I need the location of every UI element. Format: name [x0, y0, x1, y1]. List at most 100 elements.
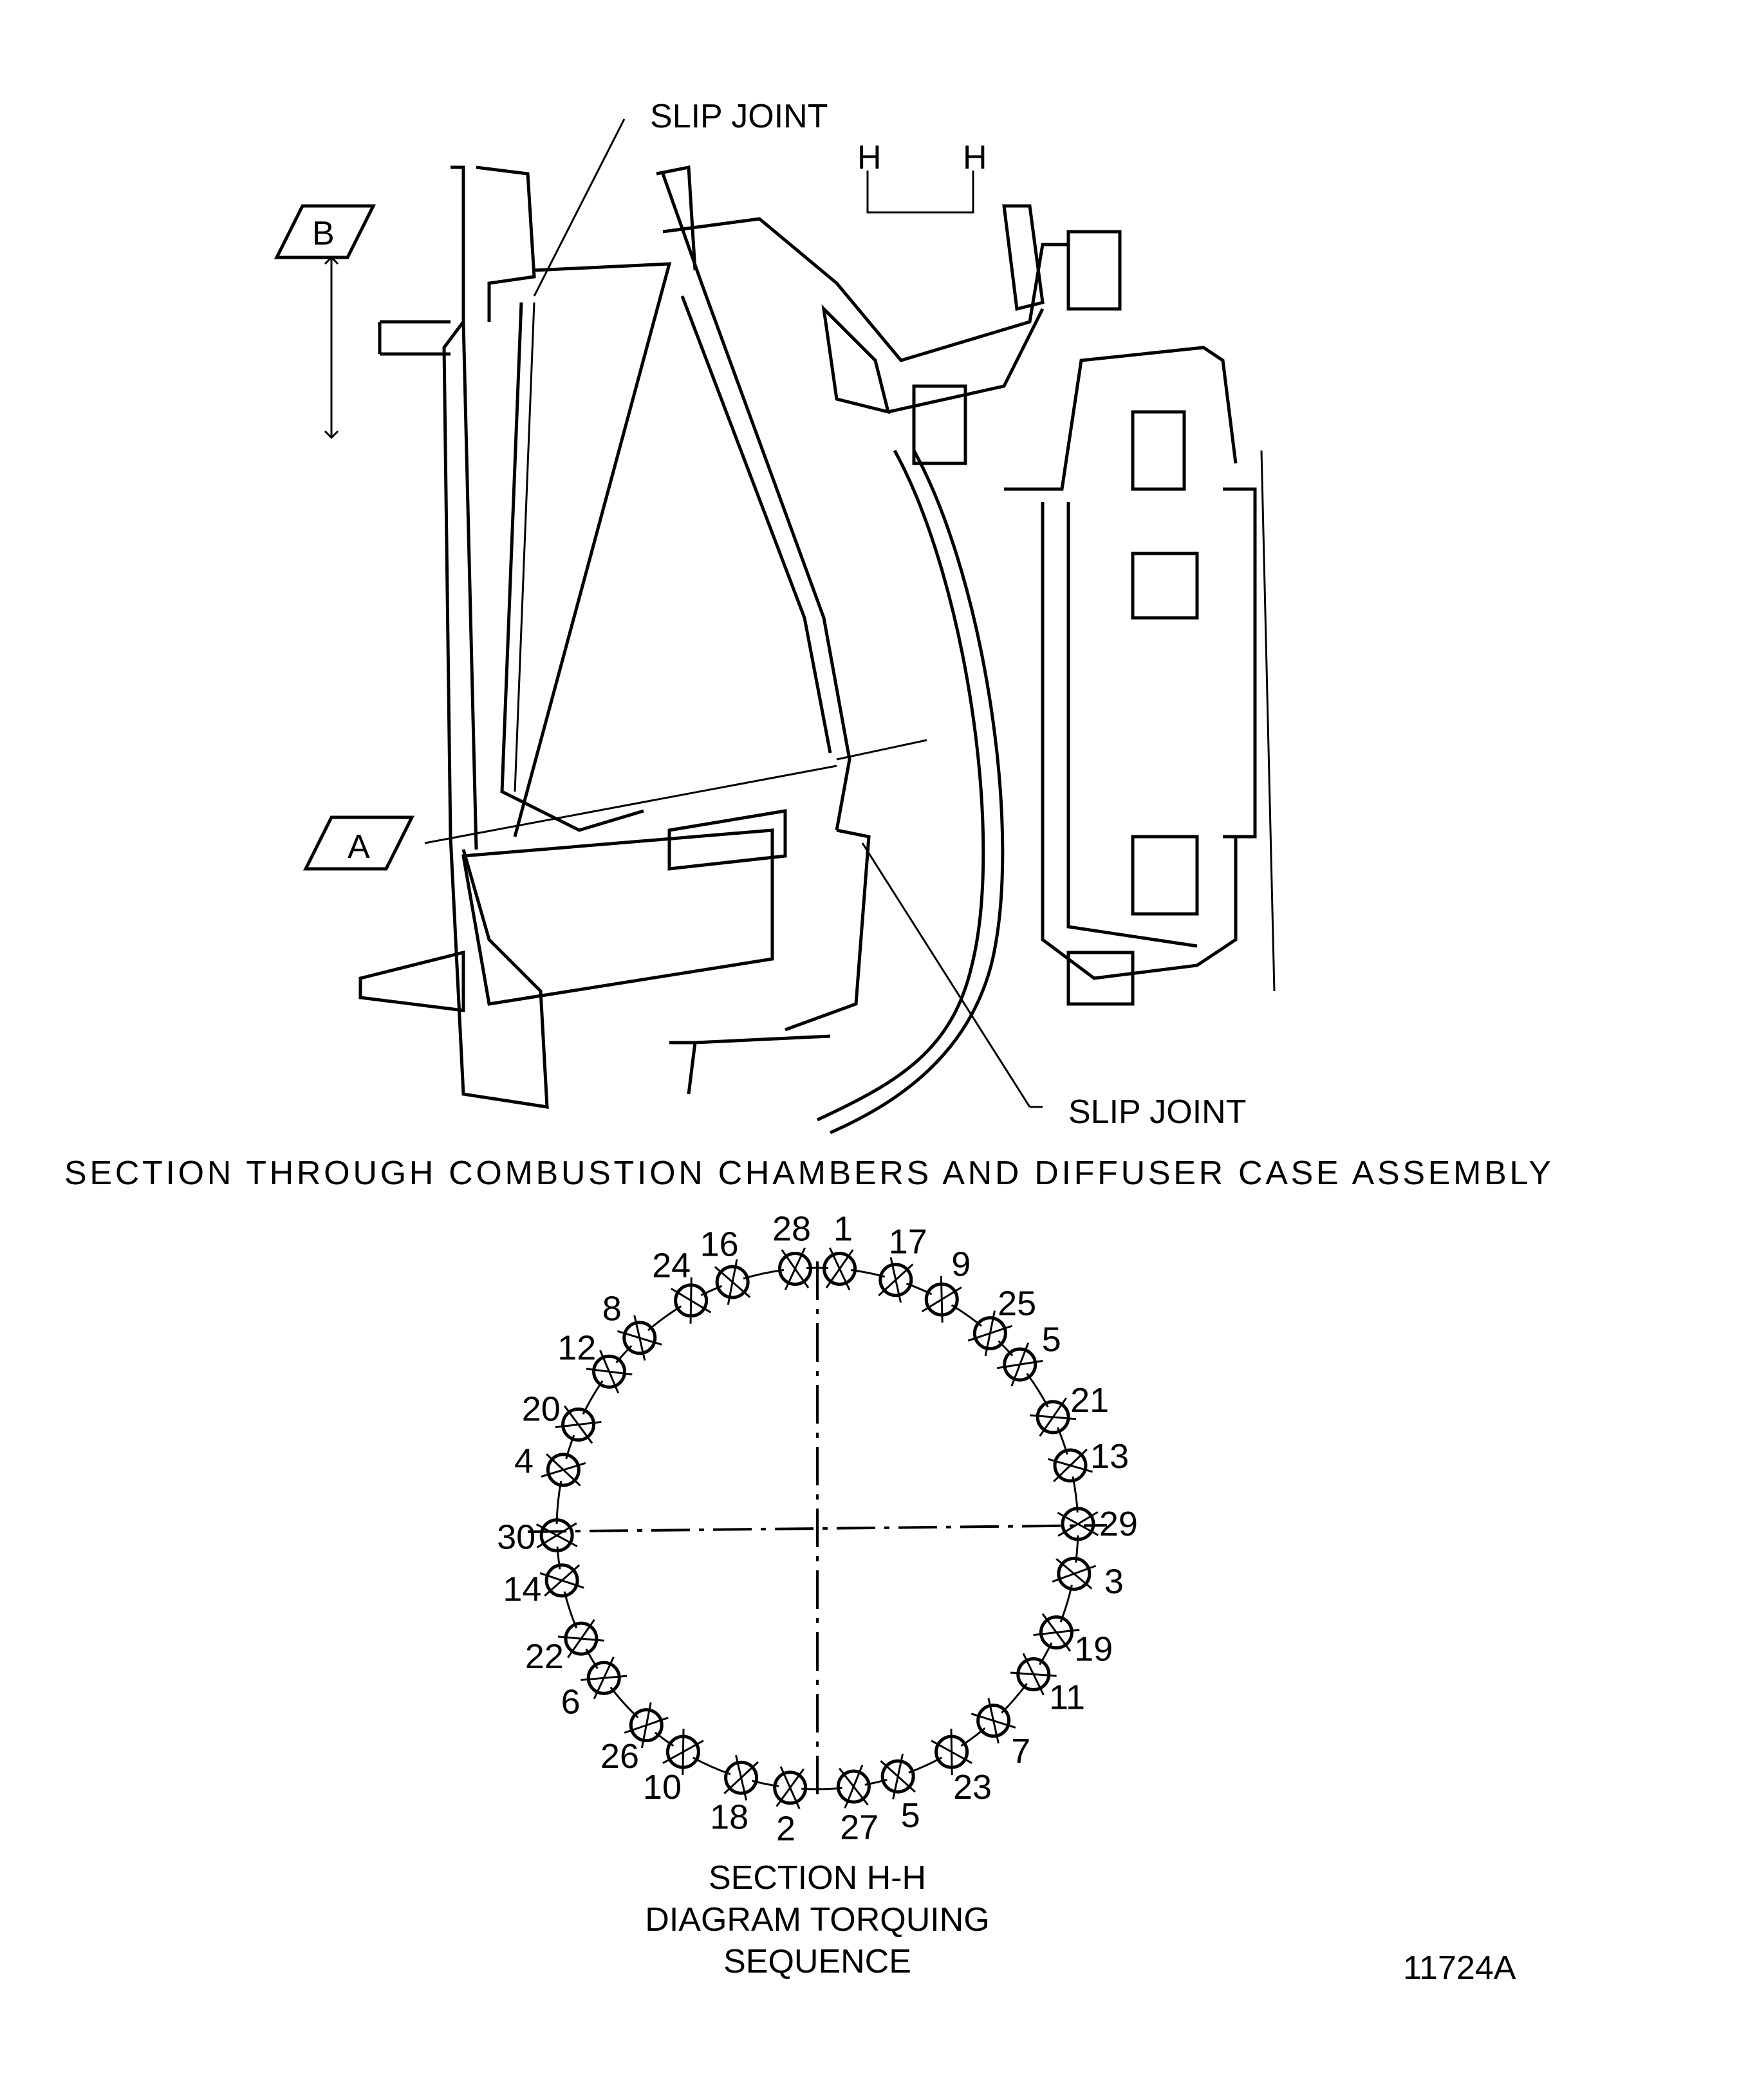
bolt-crosshair — [1053, 1448, 1088, 1483]
detail-b-tag: B — [274, 204, 376, 259]
bolt-crosshair — [536, 1522, 577, 1548]
figure-number: 11724A — [1403, 1949, 1516, 1987]
bolt-crosshair — [779, 1766, 801, 1810]
bolt-sequence-label: 24 — [652, 1247, 691, 1285]
bolt-circle-arc — [647, 1305, 682, 1332]
bolt-hole — [1053, 1448, 1088, 1483]
bolt-hole — [546, 1453, 581, 1487]
bolt-circle-arc — [908, 1756, 942, 1774]
bolt-circle-arc — [951, 1304, 982, 1327]
bolt-hole — [561, 1408, 596, 1442]
bolt-crosshair — [889, 1257, 902, 1303]
section-marker-h-right: H — [963, 139, 987, 176]
detail-a-label: A — [348, 828, 370, 866]
detail-b-label: B — [312, 215, 335, 252]
bolt-circle-arc — [1056, 1427, 1068, 1455]
bolt-circle-arc — [555, 1480, 562, 1524]
bolt-hole — [544, 1563, 579, 1598]
bolt-sequence-label: 16 — [700, 1225, 739, 1263]
bolt-hole — [1057, 1556, 1092, 1591]
bolt-sequence-label: 8 — [602, 1290, 622, 1328]
bolt-circle-arc — [1072, 1476, 1079, 1513]
bolt-hole — [836, 1769, 871, 1804]
bolt-hole — [976, 1704, 1011, 1738]
bolt-hole — [880, 1759, 915, 1794]
detail-a-tag: A — [302, 815, 415, 871]
bolt-sequence-label: 6 — [561, 1682, 581, 1721]
bolt-sequence-label: 23 — [953, 1768, 992, 1807]
bolt-circle-arc — [615, 1345, 633, 1364]
bolt-circle-arc — [693, 1756, 731, 1776]
bolt-crosshair — [640, 1702, 652, 1749]
bolt-crosshair — [1010, 1671, 1057, 1677]
bolt-circle-arc — [582, 1380, 604, 1415]
bolt-hole — [972, 1316, 1007, 1351]
bolt-circle-arc — [743, 1268, 785, 1280]
bolt-sequence-label: 26 — [600, 1737, 639, 1776]
bolt-sequence-label: 29 — [1099, 1505, 1138, 1543]
bolt-hole — [539, 1518, 574, 1553]
bolt-sequence-label: 19 — [1074, 1630, 1113, 1669]
bolt-circle-arc — [1039, 1642, 1053, 1666]
bolt-circle-arc — [850, 1268, 886, 1278]
bolt-crosshair — [567, 1619, 595, 1659]
bolt-circle-arc — [563, 1591, 578, 1629]
bolt-hole — [777, 1251, 812, 1286]
bolt-circle-arc — [609, 1686, 639, 1718]
bolt-hole — [629, 1708, 664, 1743]
title-line-3: SEQUENCE — [723, 1943, 911, 1980]
bolt-hole — [1039, 1615, 1074, 1649]
bolt-hole — [564, 1621, 599, 1656]
bolt-circle-arc — [1001, 1683, 1028, 1714]
bolt-crosshair — [880, 1760, 916, 1793]
bolt-crosshair — [971, 1713, 1016, 1729]
bolt-hole — [622, 1321, 657, 1355]
bolt-hole — [724, 1760, 759, 1795]
bolt-circle-arc — [864, 1778, 888, 1786]
bolt-hole — [1061, 1507, 1095, 1541]
bolt-circle-arc — [906, 1283, 933, 1296]
bolt-crosshair — [735, 1754, 748, 1801]
bolt-circle-arc — [700, 1285, 723, 1296]
bolt-circle-arc — [654, 1731, 674, 1747]
bolt-sequence-label: 21 — [1070, 1381, 1109, 1420]
bolt-circle-arc — [1026, 1373, 1049, 1408]
bolt-hole — [586, 1660, 621, 1695]
title-line-1: SECTION H-H — [709, 1859, 926, 1897]
bolt-crosshair — [1057, 1511, 1099, 1537]
bolt-crosshair — [714, 1266, 751, 1298]
section-caption: SECTION THROUGH COMBUSTION CHAMBERS AND … — [64, 1155, 1551, 1192]
section-marker-h-left: H — [857, 139, 882, 176]
bolt-sequence-label: 10 — [643, 1768, 682, 1807]
bolt-circle-arc — [1059, 1584, 1073, 1622]
bolt-crosshair — [984, 1310, 996, 1357]
slip-joint-callout-bottom: SLIP JOINT — [1068, 1093, 1246, 1131]
bolt-crosshair — [828, 1247, 851, 1290]
bolt-sequence-label: 2 — [776, 1809, 795, 1848]
bolt-sequence-label: 22 — [525, 1637, 564, 1676]
bolt-sequence-label: 11 — [1049, 1678, 1085, 1717]
bolt-sequence-label: 25 — [998, 1284, 1036, 1323]
bolt-circle-arc — [752, 1779, 779, 1788]
bolt-crosshair — [593, 1657, 615, 1700]
slip-joint-callout-top: SLIP JOINT — [650, 98, 828, 135]
bolt-sequence-label: 28 — [772, 1210, 811, 1249]
bolt-sequence-label: 5 — [1042, 1320, 1061, 1359]
bolt-circle-arc — [998, 1340, 1014, 1357]
title-line-2: DIAGRAM TORQUING — [645, 1901, 989, 1938]
bolt-crosshair — [541, 1462, 586, 1478]
bolt-circle-arc — [1075, 1535, 1079, 1563]
bolt-crosshair — [940, 1276, 944, 1323]
bolt-sequence-label: 1 — [833, 1210, 853, 1249]
bolt-crosshair — [671, 1287, 712, 1314]
bolt-sequence-label: 4 — [514, 1442, 534, 1481]
bolt-sequence-label: 12 — [557, 1328, 596, 1367]
combustion-chamber-section-drawing — [324, 118, 1276, 1135]
bolt-crosshair — [617, 1330, 662, 1346]
bolt-hole — [1016, 1657, 1051, 1691]
bolt-crosshair — [781, 1249, 810, 1288]
bolt-crosshair — [1010, 1342, 1030, 1387]
bolt-hole — [823, 1251, 857, 1286]
bolt-crosshair — [586, 1368, 633, 1376]
bolt-circle-arc — [565, 1435, 575, 1460]
